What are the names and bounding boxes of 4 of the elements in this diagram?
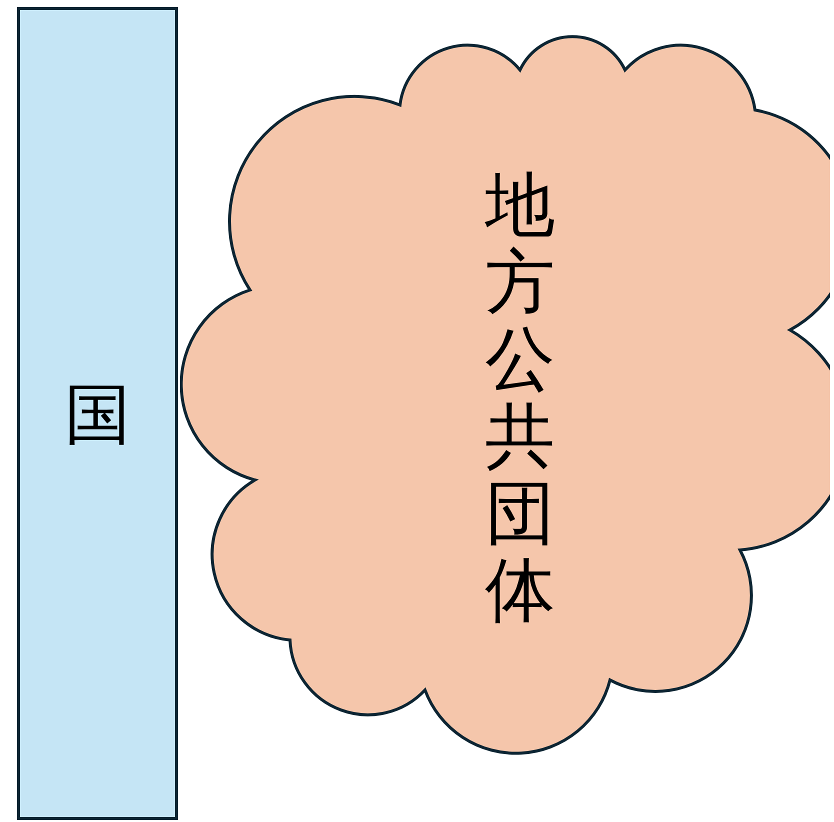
- node-label: 地方公共団体: [485, 167, 555, 629]
- node-label: 国: [64, 380, 130, 446]
- process-box: [17, 7, 178, 820]
- cloud-shape: [180, 35, 830, 755]
